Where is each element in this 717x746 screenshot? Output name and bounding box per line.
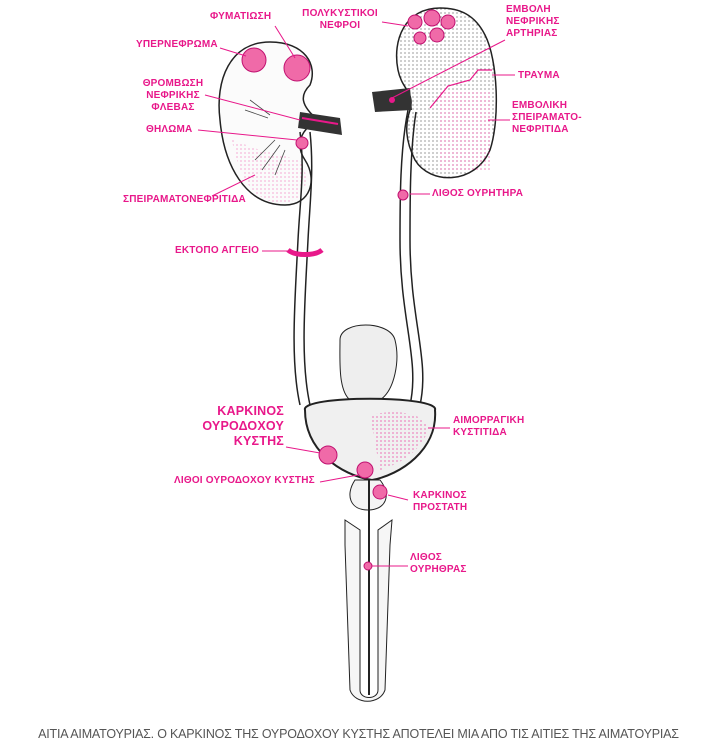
label-line: ΚΑΡΚΙΝΟΣ <box>413 490 467 501</box>
label-line: ΘΡΟΜΒΩΣΗ <box>142 78 204 89</box>
papilloma-lesion <box>295 136 309 150</box>
label-line: ΝΕΦΡΟΙ <box>319 20 361 31</box>
label-line: ΚΥΣΤΗΣ <box>233 434 284 448</box>
label-line: ΠΟΛΥΚΥΣΤΙΚΟΙ <box>302 8 378 19</box>
label-renal-artery-embolism: ΕΜΒΟΛΗ ΝΕΦΡΙΚΗΣ ΑΡΤΗΡΙΑΣ <box>506 4 560 40</box>
hypernephroma-lesion <box>241 47 267 73</box>
label-glomerulonephritis: ΣΠΕΙΡΑΜΑΤΟΝΕΦΡΙΤΙΔΑ <box>123 194 246 205</box>
bladder-stones-lesion <box>356 461 374 479</box>
label-line: ΠΡΟΣΤΑΤΗ <box>413 502 468 513</box>
leader-lines <box>197 21 515 567</box>
ureter-stone-lesion <box>397 189 409 201</box>
label-trauma: ΤΡΑΥΜΑ <box>518 70 560 81</box>
label-renal-vein-thrombosis: ΘΡΟΜΒΩΣΗ ΝΕΦΡΙΚΗΣ ΦΛΕΒΑΣ <box>138 78 208 114</box>
tuberculosis-lesion <box>283 54 311 82</box>
label-line: ΑΙΜΟΡΡΑΓΙΚΗ <box>453 415 525 426</box>
label-papilloma: ΘΗΛΩΜΑ <box>146 124 193 135</box>
label-line: ΝΕΦΡΙΤΙΔΑ <box>512 124 569 135</box>
urethra-stone-lesion <box>363 561 373 571</box>
right-kidney <box>372 7 498 406</box>
label-tuberculosis: ΦΥΜΑΤΙΩΣΗ <box>210 11 272 22</box>
label-line: ΑΡΤΗΡΙΑΣ <box>506 28 558 39</box>
label-hypernephroma: ΥΠΕΡΝΕΦΡΩΜΑ <box>136 39 218 50</box>
label-line: ΟΥΡΟΔΟΧΟΥ <box>202 419 284 433</box>
label-polycystic-kidneys: ΠΟΛΥΚΥΣΤΙΚΟΙ ΝΕΦΡΟΙ <box>300 8 380 32</box>
polycystic-lesions <box>407 9 456 45</box>
left-kidney-section <box>218 41 342 406</box>
label-ectopic-vessel: ΕΚΤΟΠΟ ΑΓΓΕΙΟ <box>175 245 260 256</box>
label-urethra-stone: ΛΙΘΟΣ ΟΥΡΗΘΡΑΣ <box>410 552 467 576</box>
label-bladder-stones: ΛΙΘΟΙ ΟΥΡΟΔΟΧΟΥ ΚΥΣΤΗΣ <box>174 475 315 486</box>
label-hemorrhagic-cystitis: ΑΙΜΟΡΡΑΓΙΚΗ ΚΥΣΤΙΤΙΔΑ <box>453 415 524 439</box>
prostate-cancer-lesion <box>372 484 388 500</box>
label-prostate-cancer: ΚΑΡΚΙΝΟΣ ΠΡΟΣΤΑΤΗ <box>413 490 467 514</box>
label-bladder-cancer: ΚΑΡΚΙΝΟΣ ΟΥΡΟΔΟΧΟΥ ΚΥΣΤΗΣ <box>200 404 284 449</box>
label-line: ΣΠΕΙΡΑΜΑΤΟ- <box>512 112 582 123</box>
label-line: ΟΥΡΗΘΡΑΣ <box>410 564 467 575</box>
label-line: ΛΙΘΟΣ <box>410 552 443 563</box>
bladder-cancer-lesion <box>318 445 338 465</box>
label-line: ΕΜΒΟΛΙΚΗ <box>512 100 568 111</box>
label-line: ΚΥΣΤΙΤΙΔΑ <box>453 427 507 438</box>
label-line: ΚΑΡΚΙΝΟΣ <box>217 404 284 418</box>
label-embolic-glomerulonephritis: ΕΜΒΟΛΙΚΗ ΣΠΕΙΡΑΜΑΤΟ- ΝΕΦΡΙΤΙΔΑ <box>512 100 582 136</box>
label-line: ΦΛΕΒΑΣ <box>151 102 195 113</box>
label-line: ΕΜΒΟΛΗ <box>506 4 551 15</box>
bladder <box>303 324 437 702</box>
label-line: ΝΕΦΡΙΚΗΣ <box>506 16 560 27</box>
label-ureter-stone: ΛΙΘΟΣ ΟΥΡΗΤΗΡΑ <box>432 188 524 199</box>
figure-caption: ΑΙΤΙΑ ΑΙΜΑΤΟΥΡΙΑΣ. Ο ΚΑΡΚΙΝΟΣ ΤΗΣ ΟΥΡΟΔΟ… <box>38 727 679 741</box>
ectopic-vessel-mark <box>286 247 324 257</box>
label-line: ΝΕΦΡΙΚΗΣ <box>146 90 200 101</box>
